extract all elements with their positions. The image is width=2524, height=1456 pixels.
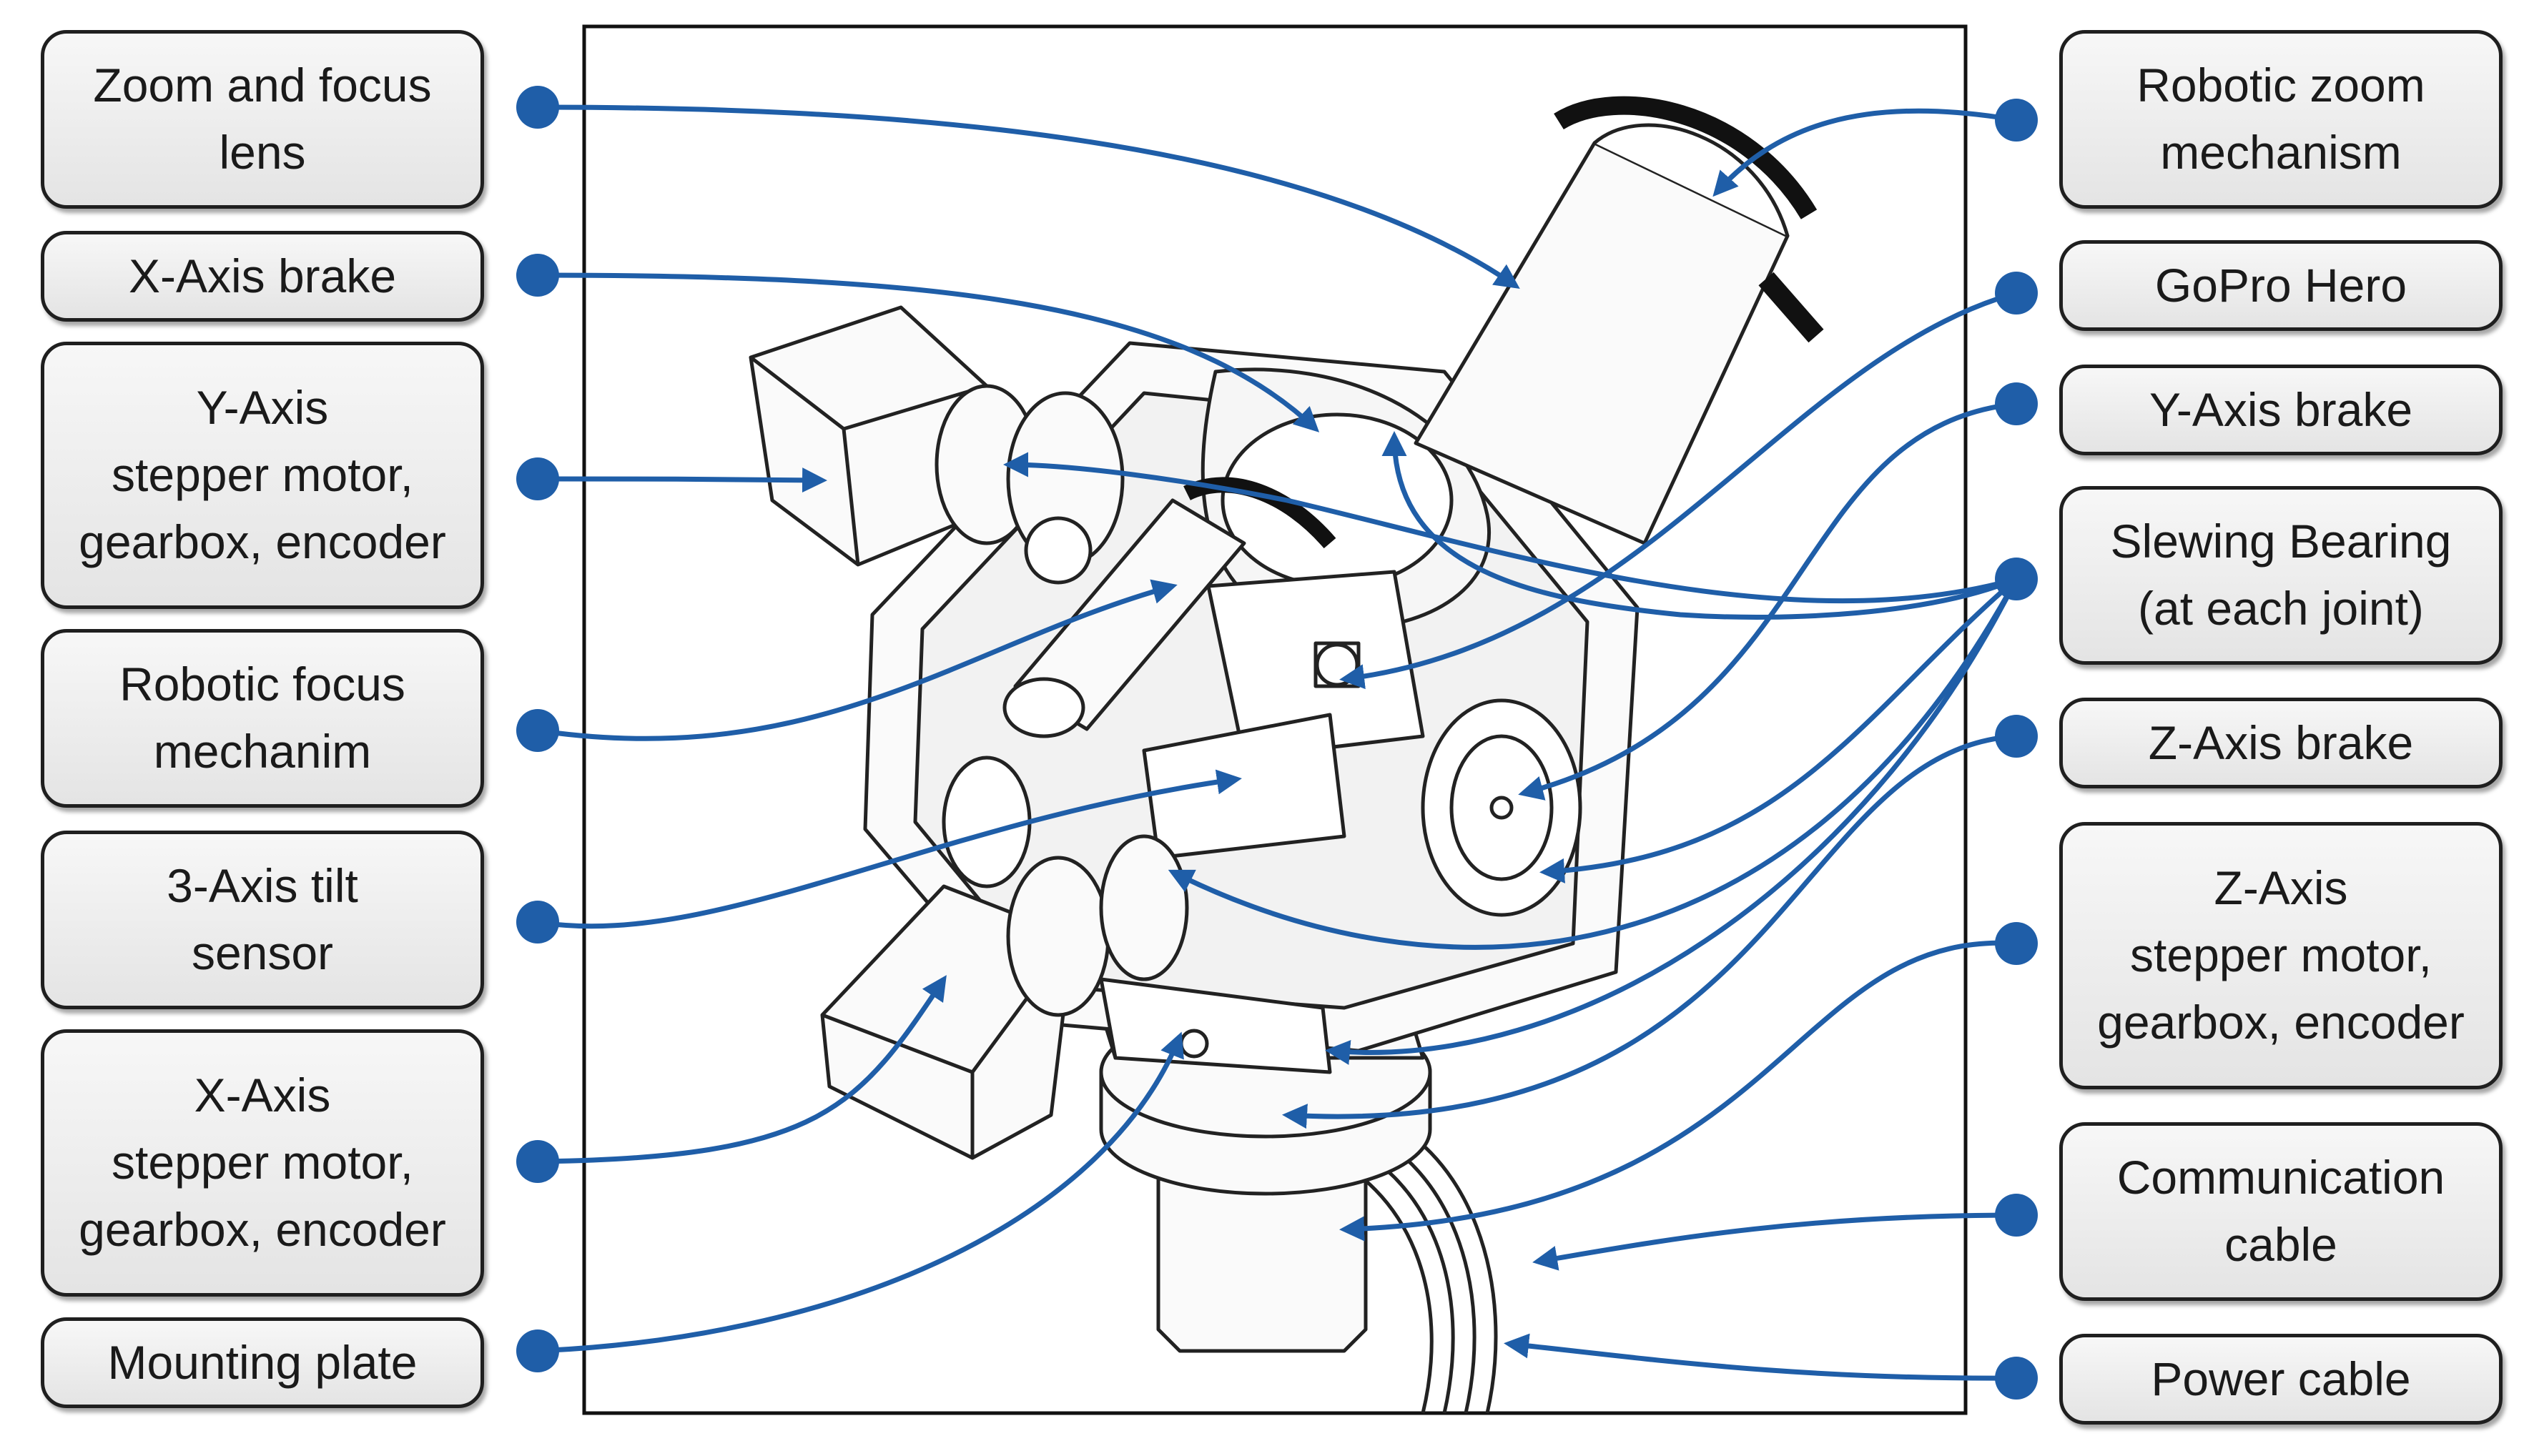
leader-slewing-3	[1539, 577, 2018, 883]
dot-power-cable	[1995, 1357, 2038, 1400]
leader-slewing-1	[1381, 431, 2018, 620]
dot-z-axis-motor	[1995, 922, 2038, 965]
label-y-axis-brake: Y-Axis brake	[2059, 365, 2503, 455]
dot-robotic-focus	[516, 709, 559, 752]
dot-x-axis-brake	[516, 254, 559, 297]
lens-end-band	[1758, 272, 1824, 343]
leader-y-axis-brake	[1518, 401, 2017, 801]
illustration-frame	[582, 24, 1968, 1415]
leader-slewing-5	[1325, 578, 2019, 1065]
label-x-axis-motor: X-Axis stepper motor, gearbox, encoder	[41, 1029, 484, 1297]
dot-communication-cable	[1995, 1194, 2038, 1237]
leader-x-axis-motor	[537, 975, 947, 1164]
leader-gopro	[1339, 290, 2017, 690]
label-z-axis-brake: Z-Axis brake	[2059, 698, 2503, 788]
label-gopro: GoPro Hero	[2059, 240, 2503, 331]
leader-slewing-4	[1168, 578, 2019, 950]
label-power-cable: Power cable	[2059, 1334, 2503, 1425]
leader-z-axis-motor	[1339, 940, 2017, 1242]
dot-mounting-plate	[516, 1329, 559, 1372]
zoom-ring	[1554, 96, 1818, 219]
dot-slewing-bearing	[1995, 558, 2038, 600]
label-robotic-zoom: Robotic zoom mechanism	[2059, 30, 2503, 209]
dot-zoom-focus-lens	[516, 86, 559, 129]
leader-robotic-zoom	[1712, 108, 2017, 197]
leader-slewing-2	[1003, 452, 2017, 604]
leader-robotic-focus	[537, 579, 1178, 741]
leader-x-axis-brake	[537, 272, 1320, 432]
dot-x-axis-motor	[516, 1140, 559, 1183]
tilt-sensor-block	[1142, 713, 1346, 860]
leader-zoom-focus-lens	[537, 104, 1520, 289]
leader-mounting-plate	[537, 1031, 1184, 1354]
leader-lines	[537, 104, 2019, 1381]
label-tilt-sensor: 3-Axis tilt sensor	[41, 831, 484, 1009]
dot-robotic-zoom	[1995, 99, 2038, 142]
label-robotic-focus: Robotic focus mechanim	[41, 629, 484, 808]
label-slewing-bearing: Slewing Bearing (at each joint)	[2059, 486, 2503, 665]
label-zoom-focus-lens: Zoom and focus lens	[41, 30, 484, 209]
label-communication-cable: Communication cable	[2059, 1122, 2503, 1301]
dot-z-axis-brake	[1995, 715, 2038, 758]
leader-communication-cable	[1532, 1212, 2017, 1271]
leader-tilt-sensor	[537, 769, 1242, 929]
label-mounting-plate: Mounting plate	[41, 1317, 484, 1408]
leader-dots	[516, 86, 2038, 1400]
dot-y-axis-brake	[1995, 382, 2038, 425]
label-y-axis-motor: Y-Axis stepper motor, gearbox, encoder	[41, 342, 484, 609]
dot-gopro	[1995, 272, 2038, 315]
gimbal-line-art	[749, 96, 1824, 1414]
leader-y-axis-motor	[537, 467, 827, 493]
mounting-bracket	[1099, 977, 1332, 1074]
leader-z-axis-brake	[1282, 733, 2017, 1129]
label-x-axis-brake: X-Axis brake	[41, 231, 484, 322]
leader-power-cable	[1504, 1333, 2017, 1381]
label-z-axis-motor: Z-Axis stepper motor, gearbox, encoder	[2059, 822, 2503, 1089]
dot-tilt-sensor	[516, 901, 559, 944]
dot-y-axis-motor	[516, 457, 559, 500]
